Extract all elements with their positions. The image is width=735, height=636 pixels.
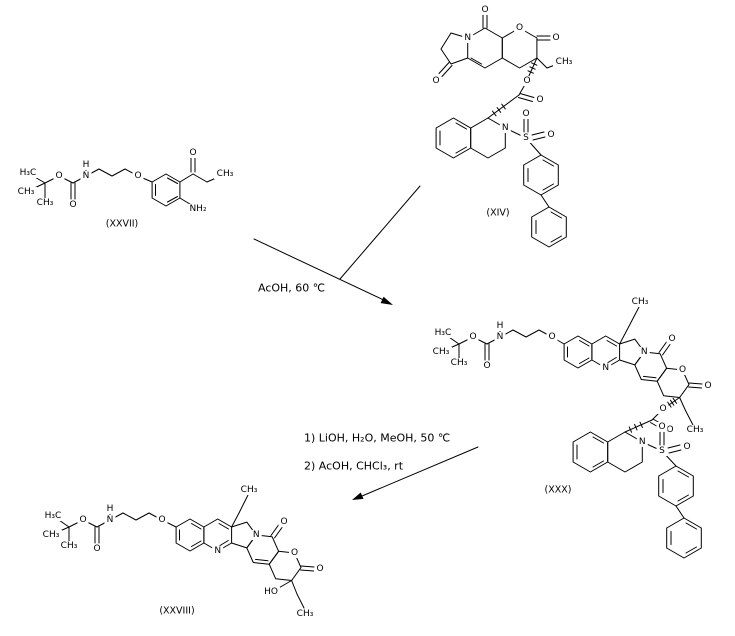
atom-label: O — [134, 171, 141, 181]
atom-label: O — [536, 95, 543, 105]
atom-label: CH₃ — [61, 541, 78, 551]
atom-label: O — [704, 381, 711, 391]
atom-label: NH₂ — [189, 204, 207, 214]
atom-label: N — [253, 530, 260, 540]
reaction-1-conditions: AcOH, 60 ℃ — [258, 282, 325, 295]
atom-label: S — [523, 133, 529, 143]
atom-label: CH₃ — [556, 57, 573, 67]
atom-label: CH₃ — [37, 198, 54, 208]
atom-label: CH₃ — [433, 347, 450, 357]
atom-label: N — [641, 347, 648, 357]
structure-xxx: H₃C CH₃ CH₃ O O N H O N CH₃ N O O O CH₃ … — [430, 297, 714, 559]
arrow-1-shaft — [253, 238, 391, 304]
atom-label: H₃C — [45, 511, 62, 521]
atom-label: H — [497, 321, 504, 331]
atom-label: O — [547, 130, 554, 140]
atom-label: O — [483, 361, 490, 371]
atom-label: N — [83, 171, 90, 181]
atom-label: CH₃ — [632, 297, 649, 307]
compound-label-xxvii: (XXVII) — [106, 219, 139, 230]
xxx-atom-labels: H₃C CH₃ CH₃ O O N H O N CH₃ N O O O CH₃ … — [430, 297, 714, 456]
xxx-bonds — [440, 306, 703, 559]
atom-label: O — [658, 422, 665, 432]
atom-label: CH₃ — [241, 485, 258, 495]
atom-label: O — [548, 332, 555, 342]
atom-label: H₃C — [20, 168, 37, 178]
atom-label: N — [497, 332, 504, 342]
atom-label: O — [522, 109, 529, 119]
atom-label: H — [83, 160, 90, 170]
atom-label: O — [523, 76, 530, 86]
atom-label: O — [668, 334, 675, 344]
atom-label: O — [69, 200, 76, 210]
arrow-2-shaft — [354, 446, 479, 500]
atom-label: O — [516, 23, 523, 33]
atom-label: CH₃ — [217, 169, 234, 179]
reaction-2-conditions-line1: 1) LiOH, H₂O, MeOH, 50 ℃ — [304, 432, 450, 445]
atom-label: H₃C — [435, 328, 452, 338]
atom-label: N — [502, 123, 509, 133]
atom-label: N — [107, 515, 114, 525]
atom-label: O — [481, 5, 488, 15]
atom-label: O — [432, 76, 439, 86]
structure-xiv: O O N O O CH₃ O O N O S O (XIV) — [430, 5, 575, 248]
reaction-arrow-2: 1) LiOH, H₂O, MeOH, 50 ℃ 2) AcOH, CHCl₃,… — [304, 432, 479, 500]
xxviii-atom-labels: H₃C CH₃ CH₃ O O N H O N CH₃ N O O O HO C… — [40, 485, 326, 619]
xiv-to-arrow-line — [339, 185, 421, 280]
atom-label: O — [666, 425, 673, 435]
compound-label-xxviii: (XXVIII) — [159, 606, 194, 617]
atom-label: O — [189, 148, 196, 158]
atom-label: CH₃ — [451, 358, 468, 368]
atom-label: N — [214, 546, 221, 556]
atom-label: O — [280, 517, 287, 527]
atom-label: CH₃ — [43, 530, 60, 540]
compound-label-xxx: (XXX) — [545, 485, 572, 496]
atom-label: CH₃ — [687, 425, 704, 435]
xxvii-atom-labels: H₃C CH₃ CH₃ O O N H O O CH₃ NH₂ — [15, 148, 236, 214]
atom-label: O — [316, 564, 323, 574]
arrow-1-head — [380, 296, 393, 305]
atom-label: O — [79, 515, 86, 525]
atom-label: O — [55, 171, 62, 181]
atom-label: HO — [264, 587, 278, 597]
atom-label: S — [659, 446, 665, 456]
atom-label: N — [464, 33, 471, 43]
arrow-2-head — [352, 492, 364, 500]
structure-xxviii: H₃C CH₃ CH₃ O O N H O N CH₃ N O O O HO C… — [40, 485, 326, 619]
atom-label: H — [107, 504, 114, 514]
atom-label: N — [602, 363, 609, 373]
atom-label: CH₃ — [18, 187, 35, 197]
atom-label: O — [552, 33, 559, 43]
atom-label: CH₃ — [297, 609, 314, 619]
atom-label: O — [469, 332, 476, 342]
reaction-2-conditions-line2: 2) AcOH, CHCl₃, rt — [304, 460, 404, 473]
atom-label: O — [679, 365, 686, 375]
atom-label: N — [639, 437, 646, 447]
atom-label: O — [93, 544, 100, 554]
structure-xxvii: H₃C CH₃ CH₃ O O N H O O CH₃ NH₂ (XXVII) — [15, 148, 236, 230]
atom-label: O — [659, 404, 666, 414]
reaction-arrow-1: AcOH, 60 ℃ — [253, 185, 421, 305]
atom-label: O — [291, 548, 298, 558]
compound-label-xiv: (XIV) — [486, 208, 509, 219]
atom-label: O — [158, 515, 165, 525]
xiv-atom-labels: O O N O O CH₃ O O N O S O — [430, 5, 575, 143]
atom-label: O — [683, 442, 690, 452]
